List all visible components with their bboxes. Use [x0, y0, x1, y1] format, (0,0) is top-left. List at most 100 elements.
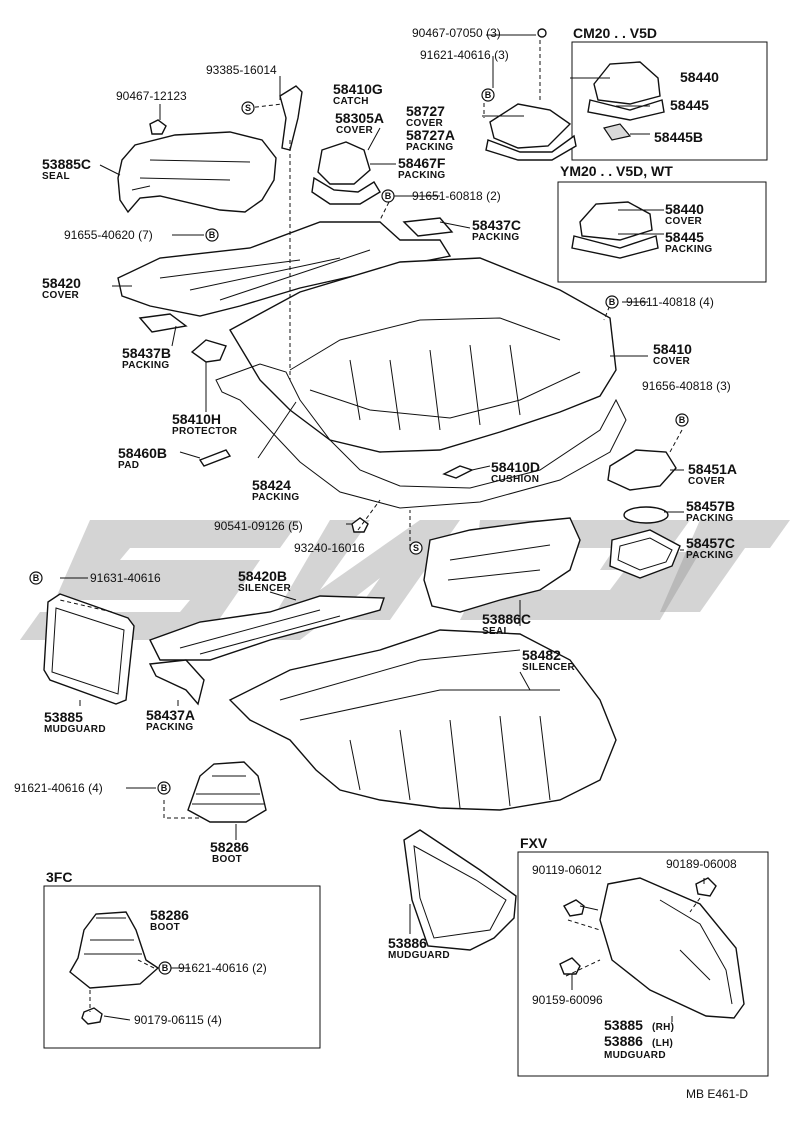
- label-caption: PACKING: [252, 492, 299, 503]
- cover-58420: [117, 221, 452, 317]
- label-caption: PACKING: [665, 244, 712, 255]
- packing-58424: [215, 363, 627, 509]
- label-caption: PACKING: [146, 722, 193, 733]
- seal-53886c-detail: [447, 544, 551, 581]
- group-box-fxv: [517, 851, 769, 1077]
- b-mark-icon: B: [29, 571, 43, 585]
- label-number: 58410D: [491, 459, 540, 475]
- seal-53885c-detail: [131, 159, 251, 191]
- svg-text:B: B: [679, 415, 686, 425]
- cushion-58410d: [442, 465, 474, 479]
- fastener-90467-07050: [537, 28, 547, 38]
- label-number: 58457B: [686, 498, 735, 514]
- label-number: 58445B: [654, 129, 703, 145]
- packing-58437a: [148, 659, 205, 706]
- label-caption: PROTECTOR: [172, 426, 238, 437]
- group-box-3fc: [43, 885, 321, 1049]
- label-number: 58437B: [122, 345, 171, 361]
- label-caption: PACKING: [472, 232, 519, 243]
- b-mark-icon: B: [481, 88, 495, 102]
- label-number: 90159-60096: [532, 993, 603, 1007]
- mudguard-53886-inner: [413, 845, 507, 939]
- fastener-90467-12123: [149, 119, 167, 135]
- label-number: 91621-40616 (4): [14, 781, 103, 795]
- protector-58410h: [190, 339, 227, 363]
- seal-53885c: [117, 131, 277, 214]
- dashed-leaders: [59, 40, 701, 1012]
- label-number: 58410G: [333, 81, 383, 97]
- label-number: 93385-16014: [206, 63, 277, 77]
- label-caption: COVER: [665, 216, 703, 227]
- label-number: 90541-09126 (5): [214, 519, 303, 533]
- label-number: 58440: [680, 69, 719, 85]
- s-mark-icon: S: [241, 101, 255, 115]
- group-box-ym20: [557, 181, 767, 283]
- label-caption: COVER: [336, 125, 374, 136]
- label-number: 58410H: [172, 411, 221, 427]
- boot-58286-ribs: [192, 775, 264, 805]
- packing-58457c: [609, 529, 681, 579]
- cover-58440-cm20: [593, 61, 661, 105]
- cover-58440-ym20: [579, 201, 653, 241]
- packing-58457c-inner: [617, 537, 673, 571]
- group-header-fxv: FXV: [520, 835, 548, 851]
- packing-58437c: [402, 217, 454, 237]
- label-number: 58451A: [688, 461, 737, 477]
- svg-text:B: B: [609, 297, 616, 307]
- clip-90189: [695, 877, 717, 897]
- label-caption: PACKING: [398, 170, 445, 181]
- label-number: 53886: [604, 1033, 643, 1049]
- label-caption: COVER: [653, 356, 691, 367]
- label-caption: COVER: [406, 118, 444, 129]
- packing-58437b: [138, 313, 188, 333]
- seal-53886c: [423, 517, 581, 613]
- b-mark-icon: B: [381, 189, 395, 203]
- label-number: 91631-40616: [90, 571, 161, 585]
- cover-58305a: [317, 141, 371, 185]
- svg-text:B: B: [209, 230, 216, 240]
- silencer-58420b-detail: [179, 609, 341, 655]
- group-header-ym20: YM20 . . V5D, WT: [560, 163, 673, 179]
- label-number: 58445: [665, 229, 704, 245]
- label-number: 58286: [150, 907, 189, 923]
- label-caption: CATCH: [333, 96, 369, 107]
- label-number: 58457C: [686, 535, 735, 551]
- label-number: 91656-40818 (3): [642, 379, 731, 393]
- label-number: 53885: [604, 1017, 643, 1033]
- svg-text:B: B: [161, 783, 168, 793]
- boot-58286-3fc-ribs: [84, 917, 142, 955]
- packing-58445-cm20: [587, 99, 665, 121]
- label-caption: SILENCER: [238, 583, 291, 594]
- group-header-cm20: CM20 . . V5D: [573, 25, 657, 41]
- label-number: 58727A: [406, 127, 455, 143]
- b-mark-icon: B: [157, 781, 171, 795]
- label-caption: PACKING: [406, 142, 453, 153]
- s-mark-icon: S: [409, 541, 423, 555]
- label-number: 53886: [388, 935, 427, 951]
- silencer-58482: [228, 629, 617, 811]
- label-caption: CUSHION: [491, 474, 539, 485]
- label-number: 91611-40818 (4): [626, 295, 714, 309]
- b-mark-icon: B: [205, 228, 219, 242]
- label-caption: MUDGUARD: [388, 950, 450, 961]
- label-number: 91651-60818 (2): [412, 189, 501, 203]
- label-number: 91621-40616 (2): [178, 961, 267, 975]
- svg-text:S: S: [245, 103, 251, 113]
- packing-58445-ym20: [571, 235, 659, 259]
- label-number: 58437C: [472, 217, 521, 233]
- boot-58286: [187, 761, 267, 823]
- label-number: 53885C: [42, 156, 91, 172]
- group-box-cm20: [571, 41, 768, 161]
- group-header-3fc: 3FC: [46, 869, 72, 885]
- silencer-58482-detail: [279, 649, 560, 809]
- label-caption: PAD: [118, 460, 139, 471]
- label-caption: SEAL: [482, 626, 510, 637]
- cover-58410-tunnel: [289, 317, 581, 431]
- label-caption: PACKING: [686, 513, 733, 524]
- label-suffix: (LH): [652, 1038, 673, 1049]
- label-number: 90467-07050 (3): [412, 26, 501, 40]
- bolt-marks: B S B B B B S B B B: [29, 88, 689, 975]
- mudguard-fxv: [599, 877, 745, 1019]
- label-caption: BOOT: [212, 854, 242, 865]
- svg-text:B: B: [33, 573, 40, 583]
